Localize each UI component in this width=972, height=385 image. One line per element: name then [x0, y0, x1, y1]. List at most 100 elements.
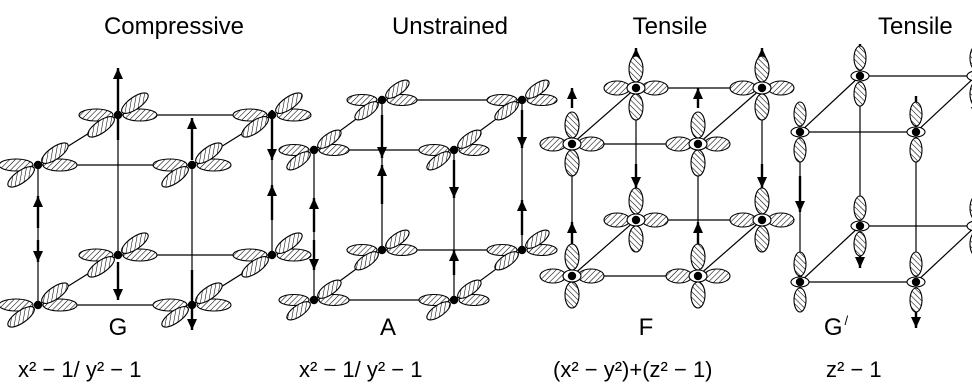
- orbital-lobe: [525, 79, 550, 99]
- orbital-lobe: [275, 232, 303, 254]
- orbital-lobe: [603, 80, 631, 96]
- atom-dot: [517, 95, 527, 105]
- orbital-lobe: [539, 268, 567, 284]
- atom-dot: [187, 160, 197, 170]
- orbital-lobe: [853, 195, 867, 221]
- orbital-lobe: [525, 229, 550, 249]
- orbital-lobe: [754, 93, 770, 121]
- arrow-head: [631, 177, 641, 188]
- arrow-head: [267, 185, 277, 196]
- orbital-lobe: [87, 256, 115, 278]
- arrow-head: [377, 165, 387, 176]
- panel-label-f: F: [639, 314, 654, 341]
- arrow-head: [855, 257, 865, 268]
- atom-dot: [33, 160, 43, 170]
- orbital-lobe: [690, 111, 706, 139]
- orbital-lobe: [909, 287, 923, 313]
- panel-label-g: G: [109, 314, 128, 341]
- cube-edge: [571, 87, 637, 145]
- orbital-lobe: [426, 301, 451, 321]
- orbital-lobe: [969, 45, 972, 71]
- orbital-lobe: [690, 281, 706, 309]
- orbital-lobe: [628, 187, 644, 215]
- orbital-lobe: [195, 142, 223, 164]
- orbital-lobe: [853, 45, 867, 71]
- orbital-lobe: [539, 136, 567, 152]
- arrow-head: [757, 177, 767, 188]
- orbital-lobe: [494, 251, 519, 271]
- arrow-head: [911, 317, 921, 328]
- atom-dot: [631, 215, 641, 225]
- orbital-lobe: [354, 101, 379, 121]
- arrow-head: [567, 222, 577, 233]
- atom-dot: [377, 245, 387, 255]
- atom-dot: [567, 271, 577, 281]
- cube-edge: [571, 219, 637, 277]
- orbital-lobe: [161, 166, 189, 188]
- orbital-lobe: [603, 212, 631, 228]
- arrow-head: [33, 196, 43, 207]
- arrow-head: [309, 198, 319, 209]
- formula-g: x² − 1/ y² − 1: [18, 357, 142, 382]
- orbital-lobe: [754, 55, 770, 83]
- orbital-lobe: [853, 81, 867, 107]
- orbital-lobe: [564, 149, 580, 177]
- orbital-lobe: [641, 212, 669, 228]
- orbital-lobe: [793, 251, 807, 277]
- orbital-lobe: [690, 243, 706, 271]
- orbital-lobe: [909, 137, 923, 163]
- orbital-lobe: [426, 151, 451, 171]
- orbital-torus: [966, 70, 972, 82]
- atom-dot: [693, 139, 703, 149]
- cube-edge: [915, 228, 972, 283]
- orbital-lobe: [703, 268, 731, 284]
- cube-diagram-g-prime: [790, 44, 972, 328]
- panel-label-g-prime: G/: [824, 313, 849, 341]
- atom-dot: [449, 145, 459, 155]
- panel-label-a: A: [380, 314, 396, 341]
- atom-dot: [795, 127, 805, 137]
- orbital-lobe: [457, 279, 482, 299]
- orbital-lobe: [665, 268, 693, 284]
- orbital-lobe: [767, 212, 795, 228]
- orbital-lobe: [275, 92, 303, 114]
- orbital-lobe: [853, 231, 867, 257]
- g-prime-mark: /: [845, 313, 849, 328]
- orbital-lobe: [241, 116, 269, 138]
- orbital-lobe: [317, 279, 342, 299]
- orbital-lobe: [286, 151, 311, 171]
- orbital-lobe: [793, 101, 807, 127]
- arrow-head: [187, 118, 197, 129]
- orbital-lobe: [703, 136, 731, 152]
- cube-edge: [697, 219, 763, 277]
- cube-edge: [799, 75, 861, 133]
- orbital-lobe: [241, 256, 269, 278]
- arrow-head: [113, 68, 123, 79]
- atom-dot: [911, 277, 921, 287]
- atom-dot: [517, 245, 527, 255]
- arrow-head: [113, 289, 123, 300]
- orbital-lobe: [577, 136, 605, 152]
- orbital-lobe: [793, 137, 807, 163]
- orbital-lobe: [7, 166, 35, 188]
- arrow-head: [449, 250, 459, 261]
- formula-a: x² − 1/ y² − 1: [299, 357, 423, 382]
- atom-dot: [309, 145, 319, 155]
- arrow-head: [517, 200, 527, 211]
- arrow-head: [33, 251, 43, 262]
- orbital-lobe: [754, 225, 770, 253]
- cube-edge: [799, 225, 861, 283]
- atom-dot: [631, 83, 641, 93]
- orbital-lobe: [457, 129, 482, 149]
- panel-title-unstrained: Unstrained: [392, 13, 508, 40]
- orbital-lobe: [665, 136, 693, 152]
- atom-dot: [113, 250, 123, 260]
- orbital-lobe: [385, 79, 410, 99]
- orbital-lobe: [7, 306, 35, 328]
- orbital-lobe: [690, 149, 706, 177]
- cube-diagram-g: [0, 68, 312, 330]
- orbital-lobe: [729, 212, 757, 228]
- cube-diagram-a: [278, 79, 558, 321]
- atom-dot: [757, 215, 767, 225]
